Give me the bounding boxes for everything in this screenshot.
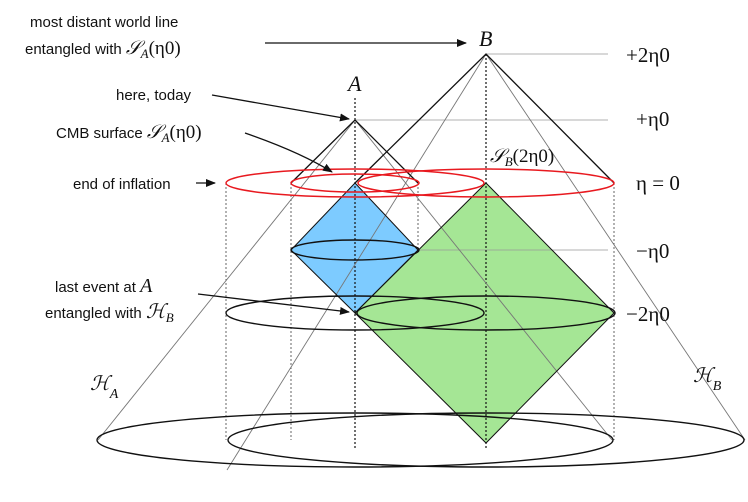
horizon-B-label: ℋB	[693, 365, 722, 394]
eta-plus1-label: +η0	[636, 107, 669, 131]
most-distant-label-line2: entangled with 𝒮A(η0)	[25, 38, 181, 61]
eta-zero-label: η = 0	[636, 171, 680, 195]
eta-minus2-label: −2η0	[626, 302, 670, 326]
light-cones	[290, 53, 615, 184]
cmb-surface-label: CMB surface 𝒮A(η0)	[56, 122, 202, 145]
surface-B-label: 𝒮B(2η0)	[490, 146, 554, 169]
diamond-outlines	[290, 182, 615, 444]
world-lines	[354, 54, 487, 448]
time-guides	[355, 53, 608, 251]
point-B-label: B	[479, 26, 492, 51]
eta-plus2-label: +2η0	[626, 43, 670, 67]
arrow-icon	[196, 39, 467, 315]
here-today-label: here, today	[116, 87, 192, 104]
black-ellipses	[96, 239, 745, 468]
most-distant-label-line1: most distant world line	[30, 14, 178, 31]
horizon-A-label: ℋA	[90, 373, 119, 402]
last-event-label-line2: entangled with ℋB	[45, 301, 174, 325]
last-event-label-line1: last event at A	[55, 275, 153, 297]
end-of-inflation-label: end of inflation	[73, 176, 171, 193]
point-A-label: A	[346, 71, 362, 96]
eta-minus1-label: −η0	[636, 239, 669, 263]
red-surfaces	[225, 168, 615, 198]
